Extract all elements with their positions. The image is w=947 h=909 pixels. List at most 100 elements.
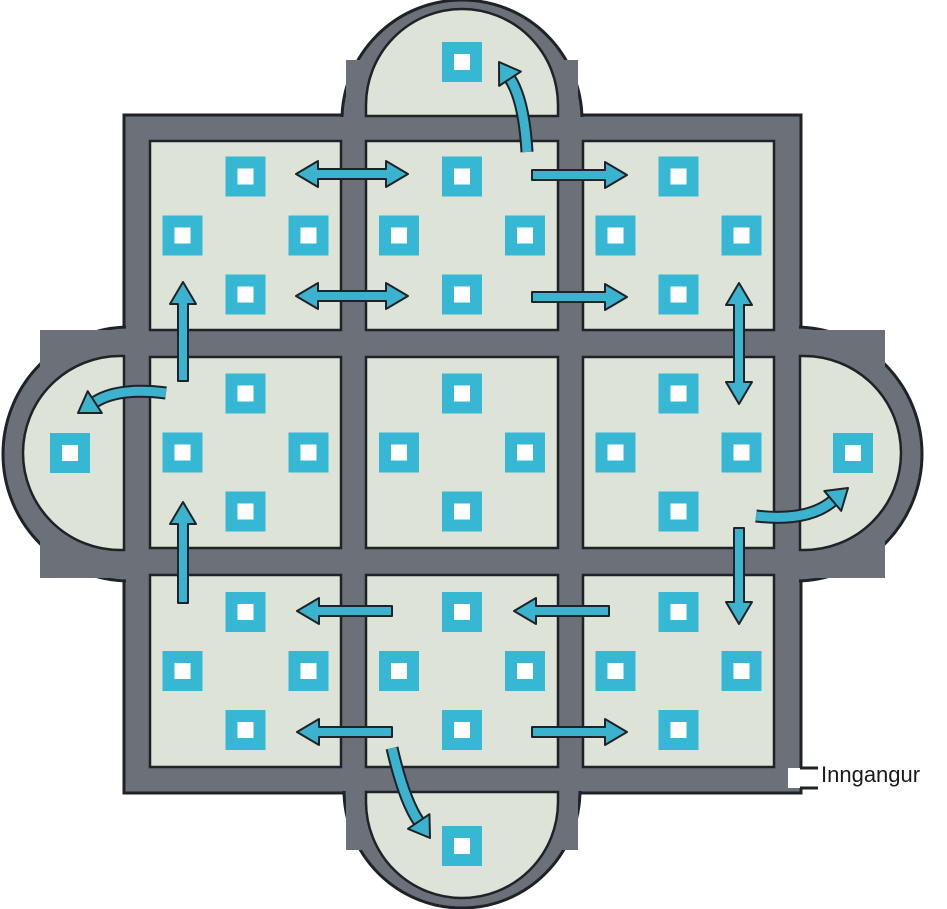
room-b1-marker-top-center [237,385,254,402]
display-marker-icon [379,651,419,691]
room-b2-marker-right-center [517,444,533,461]
display-marker-icon [442,373,482,414]
entrance-gap [788,768,818,788]
display-marker-icon [595,651,636,691]
display-marker-icon [442,274,482,315]
arrow-c3-c2 [513,597,610,625]
arrow-into-apse-west [77,384,167,414]
room-b3-marker-bottom-center [670,503,687,520]
room-a1-marker-right-center [300,227,317,244]
apse-west-marker-center [62,445,78,461]
room-a1-marker-bottom-center [237,286,254,303]
arrow-b1-a1 [169,281,197,382]
room-b3-marker-left-center [607,444,624,461]
display-marker-icon [505,651,545,691]
room-a3-marker-bottom-center [670,286,687,303]
display-marker-icon [225,592,266,632]
room-c3-marker-right-center [733,663,750,679]
apse-east-marker-center [845,445,861,461]
room-a1-marker-left-center [174,227,191,244]
room-a2-marker-left-center [391,227,407,244]
display-marker-icon [225,710,266,750]
room-a2-marker-right-center [517,227,533,244]
arrow-c2-c1-lower [296,718,393,746]
room-b1-marker-right-center [300,444,317,461]
display-marker-icon [505,215,545,256]
display-marker-icon [50,433,90,473]
arrow-c2-c3-lower [531,718,628,746]
room-c3-marker-top-center [670,604,687,620]
room-c2-marker-right-center [517,663,533,679]
arrow-c2-c1-upper [296,597,393,625]
room-b2-marker-bottom-center [454,503,470,520]
display-marker-icon [442,491,482,532]
route-arrows [77,61,849,839]
room-a3-marker-right-center [733,227,750,244]
display-marker-icon [658,710,699,750]
arrow-a3-b3 [725,282,753,405]
arrow-into-apse-east [755,487,849,524]
arrow-a1-a2-lower [295,282,409,310]
arrow-a1-a2-upper [295,160,409,188]
display-marker-icon [288,215,329,256]
display-marker-icon [721,215,762,256]
room-b2-marker-top-center [454,385,470,402]
room-a1-marker-top-center [237,168,254,185]
arrow-b3-c3 [725,527,753,625]
display-marker-icon [442,710,482,750]
display-marker-icon [225,373,266,414]
arrow-a2-a3-upper [531,161,628,189]
room-c1-marker-right-center [300,663,317,679]
arrow-into-apse-south [385,746,431,839]
arrow-into-apse-north [498,61,534,153]
display-marker-icon [658,592,699,632]
arrow-into-apse-east-shaft [755,497,836,522]
room-c1-marker-bottom-center [237,722,254,738]
display-marker-icon [162,215,203,256]
display-marker-icon [721,432,762,473]
display-marker-icon [658,373,699,414]
display-marker-icon [658,156,699,197]
room-b3-marker-right-center [733,444,750,461]
display-marker-icon [595,432,636,473]
apse-south-marker-center [454,838,470,854]
arrow-into-apse-south-head [406,813,431,839]
room-c1-marker-left-center [174,663,191,679]
display-marker-icon [288,651,329,691]
apse-north-marker-center [454,54,470,70]
display-markers [50,42,873,866]
display-marker-icon [658,274,699,315]
room-c3-marker-left-center [607,663,624,679]
room-c2-marker-bottom-center [454,722,470,738]
room-b1-marker-left-center [174,444,191,461]
room-a3-marker-left-center [607,227,624,244]
room-c2-marker-left-center [391,663,407,679]
display-marker-icon [442,156,482,197]
arrow-into-apse-east-head [823,487,849,512]
room-b2-marker-left-center [391,444,407,461]
display-marker-icon [225,491,266,532]
room-b1-marker-bottom-center [237,503,254,520]
display-marker-icon [658,491,699,532]
floors [21,7,903,900]
arrow-into-apse-north-shaft [506,76,532,153]
room-c3-marker-bottom-center [670,722,687,738]
display-marker-icon [379,432,419,473]
room-b3-marker-top-center [670,385,687,402]
display-marker-icon [833,433,873,473]
arrow-a2-a3-lower [531,283,628,311]
display-marker-icon [288,432,329,473]
display-marker-icon [442,592,482,632]
arrow-into-apse-west-shaft [92,386,167,406]
room-c1-marker-top-center [237,604,254,620]
display-marker-icon [379,215,419,256]
arrow-c1-b1 [169,501,197,604]
display-marker-icon [442,826,482,866]
room-a2-marker-top-center [454,168,470,185]
arrow-into-apse-west-head [77,390,103,414]
display-marker-icon [595,215,636,256]
room-a2-marker-bottom-center [454,286,470,303]
arrow-into-apse-north-head [498,61,522,87]
room-a3-marker-top-center [670,168,687,185]
